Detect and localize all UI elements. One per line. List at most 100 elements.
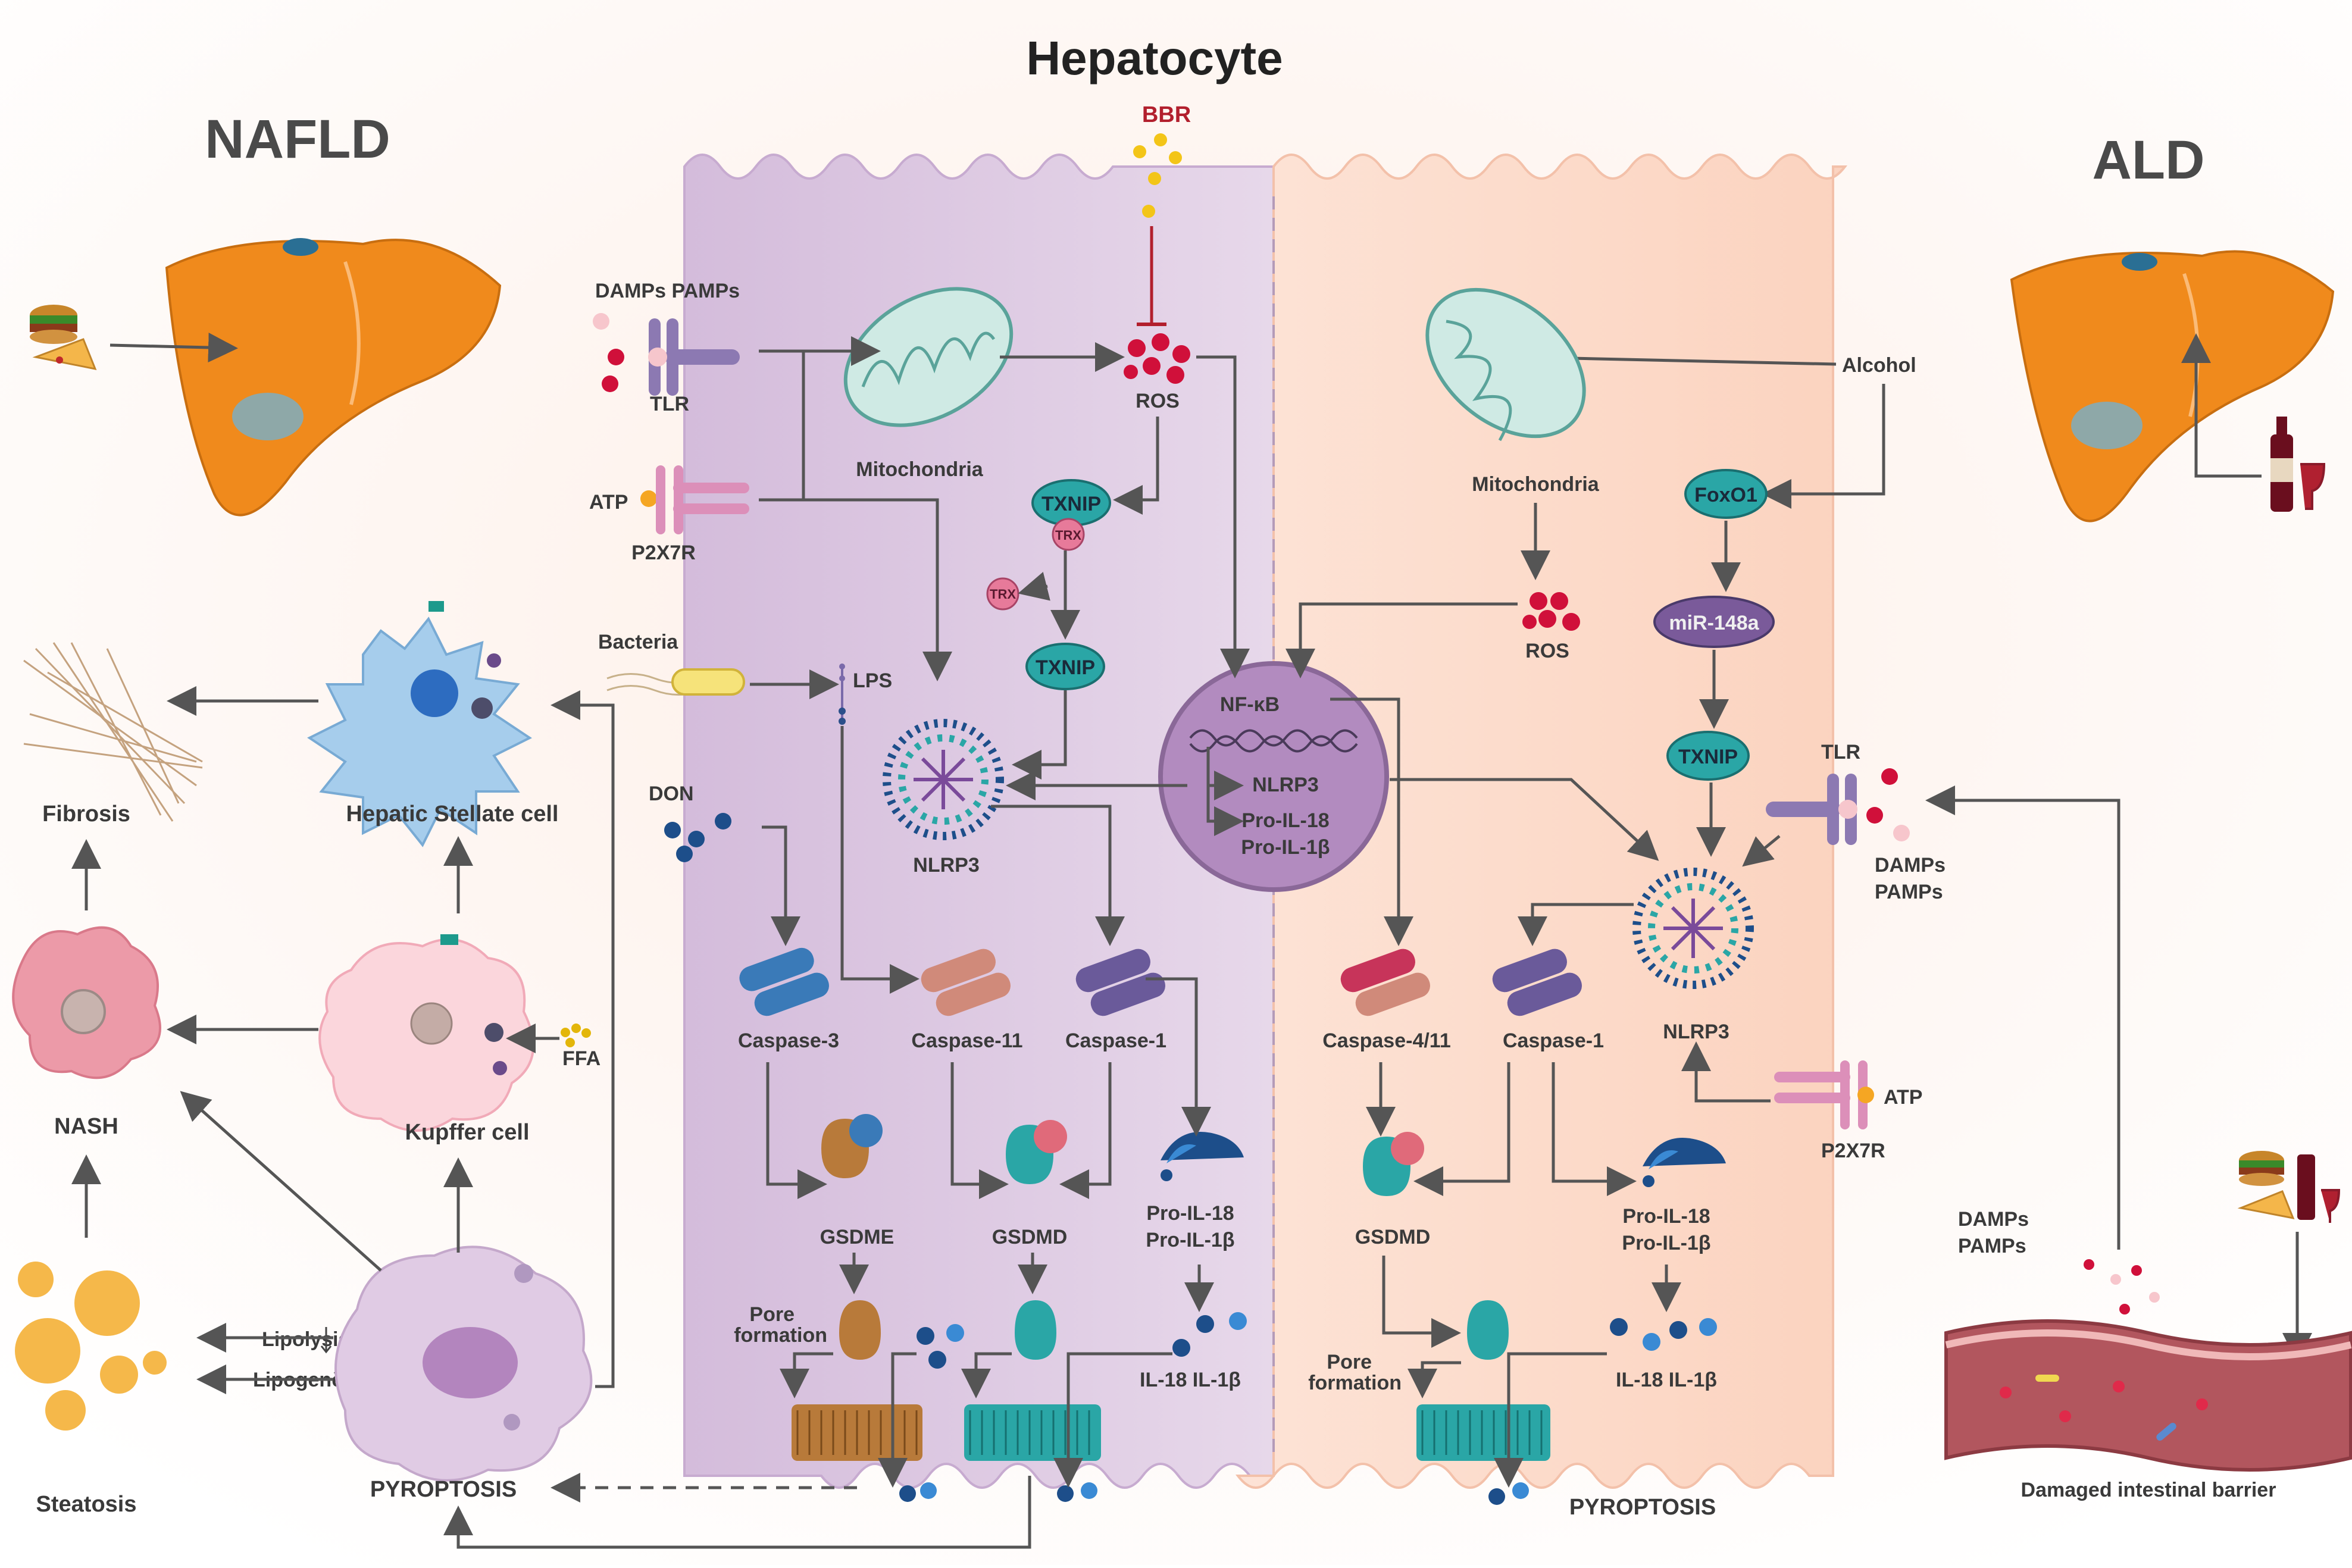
foxo1-label: FoxO1 bbox=[1694, 484, 1757, 506]
pro-il-right-icon bbox=[1643, 1138, 1726, 1187]
arrow-txnip-nlrp3 bbox=[1012, 690, 1067, 780]
lps-label: LPS bbox=[853, 669, 892, 692]
don-label: DON bbox=[649, 783, 694, 805]
nafld-liver-icon bbox=[165, 238, 502, 517]
nash-cell-icon bbox=[12, 926, 161, 1079]
pyroptosis-right-label: PYROPTOSIS bbox=[1569, 1495, 1716, 1520]
pore-gsdmd-membrane-left bbox=[964, 1404, 1101, 1461]
arrow-alcohol-foxo1 bbox=[1762, 384, 1885, 509]
pro-il1b-right-label: Pro-IL-1β bbox=[1622, 1232, 1710, 1254]
mir148a-icon bbox=[1653, 596, 1775, 648]
arrow-casp11-gsdmd bbox=[950, 1062, 1009, 1199]
pyroptotic-cell-icon bbox=[334, 1245, 593, 1482]
arrow-food-liver bbox=[110, 333, 238, 363]
pyroptosis-left-label: PYROPTOSIS bbox=[370, 1477, 517, 1502]
pro-il18-right-label: Pro-IL-18 bbox=[1622, 1205, 1710, 1228]
pro-il-left-icon bbox=[1161, 1132, 1244, 1181]
pore-gsdme-membrane bbox=[792, 1404, 922, 1461]
ald-liver-icon bbox=[2010, 250, 2335, 522]
damp-particle bbox=[602, 375, 618, 392]
steatosis-label: Steatosis bbox=[36, 1492, 137, 1517]
kupffer-label: Kupffer cell bbox=[405, 1120, 529, 1145]
lipolysis-label: Lipolysis bbox=[262, 1328, 349, 1351]
food-wine-icon-right bbox=[2237, 1151, 2341, 1223]
caspase1-left-label: Caspase-1 bbox=[1065, 1029, 1166, 1052]
mitochondria-right-icon bbox=[1425, 287, 1586, 442]
txnip-complex-label: TXNIP bbox=[1041, 493, 1101, 515]
nlrp3-left-label: NLRP3 bbox=[913, 854, 979, 877]
arrow-casp3-gsdme bbox=[766, 1062, 827, 1199]
pamps-right-label: PAMPs bbox=[1875, 881, 1943, 903]
gsdmd-right-icon bbox=[1363, 1132, 1424, 1196]
damp-particle bbox=[593, 313, 609, 330]
bbr-label: BBR bbox=[1142, 102, 1191, 127]
damp-particle-right bbox=[1893, 825, 1910, 841]
gsdmd-pore-fragment-right bbox=[1467, 1300, 1509, 1360]
fast-food-icon bbox=[30, 305, 97, 371]
trx-complex-label: TRX bbox=[1055, 528, 1081, 543]
gsdmd-pore-fragment-left bbox=[1015, 1300, 1056, 1360]
ros-right-label: ROS bbox=[1525, 640, 1569, 662]
pro-il18-nuclear-label: Pro-IL-18 bbox=[1241, 809, 1329, 832]
nlrp3-nuclear-label: NLRP3 bbox=[1252, 774, 1318, 796]
pore-gsdmd-membrane-right bbox=[1416, 1404, 1550, 1461]
pro-il1b-nuclear-label: Pro-IL-1β bbox=[1241, 836, 1330, 859]
ros-left-label: ROS bbox=[1136, 390, 1180, 412]
arrow-gsdmd-pyroptosis bbox=[443, 1476, 1031, 1549]
kupffer-cell-icon bbox=[318, 934, 534, 1132]
tlr-right-label: TLR bbox=[1821, 741, 1860, 763]
atp-right-label: ATP bbox=[1884, 1086, 1922, 1109]
steatosis-icon bbox=[15, 1262, 167, 1431]
arrow-il-release-right bbox=[1494, 1352, 1607, 1488]
arrow-intestine-damps bbox=[1925, 785, 2120, 1250]
gsdme-pore-fragment bbox=[839, 1300, 881, 1360]
tlr-receptor-right-icon bbox=[1766, 774, 1857, 845]
intestine-label: Damaged intestinal barrier bbox=[2021, 1479, 2276, 1501]
txnip-right-icon bbox=[1666, 731, 1750, 781]
caspase1-right-label: Caspase-1 bbox=[1503, 1029, 1604, 1052]
damp-particle bbox=[608, 349, 624, 365]
arrow-gsdmd-membrane bbox=[961, 1352, 1012, 1398]
arrow-casp1-gsdmd bbox=[1059, 1062, 1112, 1199]
caspase11-left-label: Caspase-11 bbox=[911, 1029, 1022, 1052]
hepatic-stellate-cell-icon bbox=[307, 601, 532, 847]
wine-icon bbox=[2270, 417, 2326, 512]
nlrp3-left-inflammasome bbox=[883, 719, 1004, 840]
atp-left-label: ATP bbox=[589, 491, 628, 514]
caspase3-icon bbox=[739, 947, 829, 1016]
ald-label: ALD bbox=[2092, 130, 2204, 190]
damp-particle-right bbox=[1866, 807, 1883, 824]
don-particles bbox=[664, 813, 731, 862]
gsdme-icon bbox=[821, 1114, 883, 1178]
gsdmd-right-label: GSDMD bbox=[1355, 1226, 1431, 1248]
caspase1-left-icon bbox=[1075, 949, 1165, 1016]
nlrp3-right-inflammasome bbox=[1632, 868, 1754, 989]
pro-il18-left-label: Pro-IL-18 bbox=[1146, 1202, 1234, 1225]
ffa-icon bbox=[561, 1024, 591, 1047]
arrow-gsdmd-fragment-right bbox=[1382, 1256, 1461, 1348]
hsc-label: Hepatic Stellate cell bbox=[346, 802, 559, 827]
pore-left-line2: formation bbox=[734, 1324, 827, 1347]
ros-left-icon bbox=[1124, 333, 1190, 384]
tlr-receptor-left-icon bbox=[648, 318, 740, 396]
arrow-wine-liver bbox=[2181, 333, 2262, 478]
arrow-nucleus-nlrp3-right bbox=[1390, 778, 1659, 861]
gsdmd-left-icon bbox=[1006, 1120, 1067, 1184]
txnip-right-label: TXNIP bbox=[1678, 746, 1738, 768]
arrow-casp1-proil bbox=[1146, 977, 1211, 1137]
mitochondria-left-icon bbox=[843, 287, 1014, 427]
pamps-intestine-label: PAMPs bbox=[1958, 1235, 2026, 1257]
caspase3-label: Caspase-3 bbox=[738, 1029, 839, 1052]
il-mature-left-particles bbox=[899, 1312, 1247, 1502]
txnip-trx-complex bbox=[1031, 479, 1111, 551]
txnip-free-left bbox=[1025, 643, 1105, 690]
bacteria-icon bbox=[606, 668, 745, 696]
atp-right-icon bbox=[1857, 1087, 1874, 1103]
pore-left-line1: Pore bbox=[749, 1303, 795, 1326]
arrow-nlrp3-casp1-right bbox=[1518, 903, 1634, 946]
arrow-fragment-membrane-right bbox=[1408, 1361, 1461, 1398]
pore-right-line1: Pore bbox=[1327, 1351, 1372, 1373]
arrow-lps-casp11 bbox=[840, 726, 919, 994]
alcohol-label: Alcohol bbox=[1842, 354, 1916, 377]
damps-right-label: DAMPs bbox=[1875, 854, 1946, 877]
